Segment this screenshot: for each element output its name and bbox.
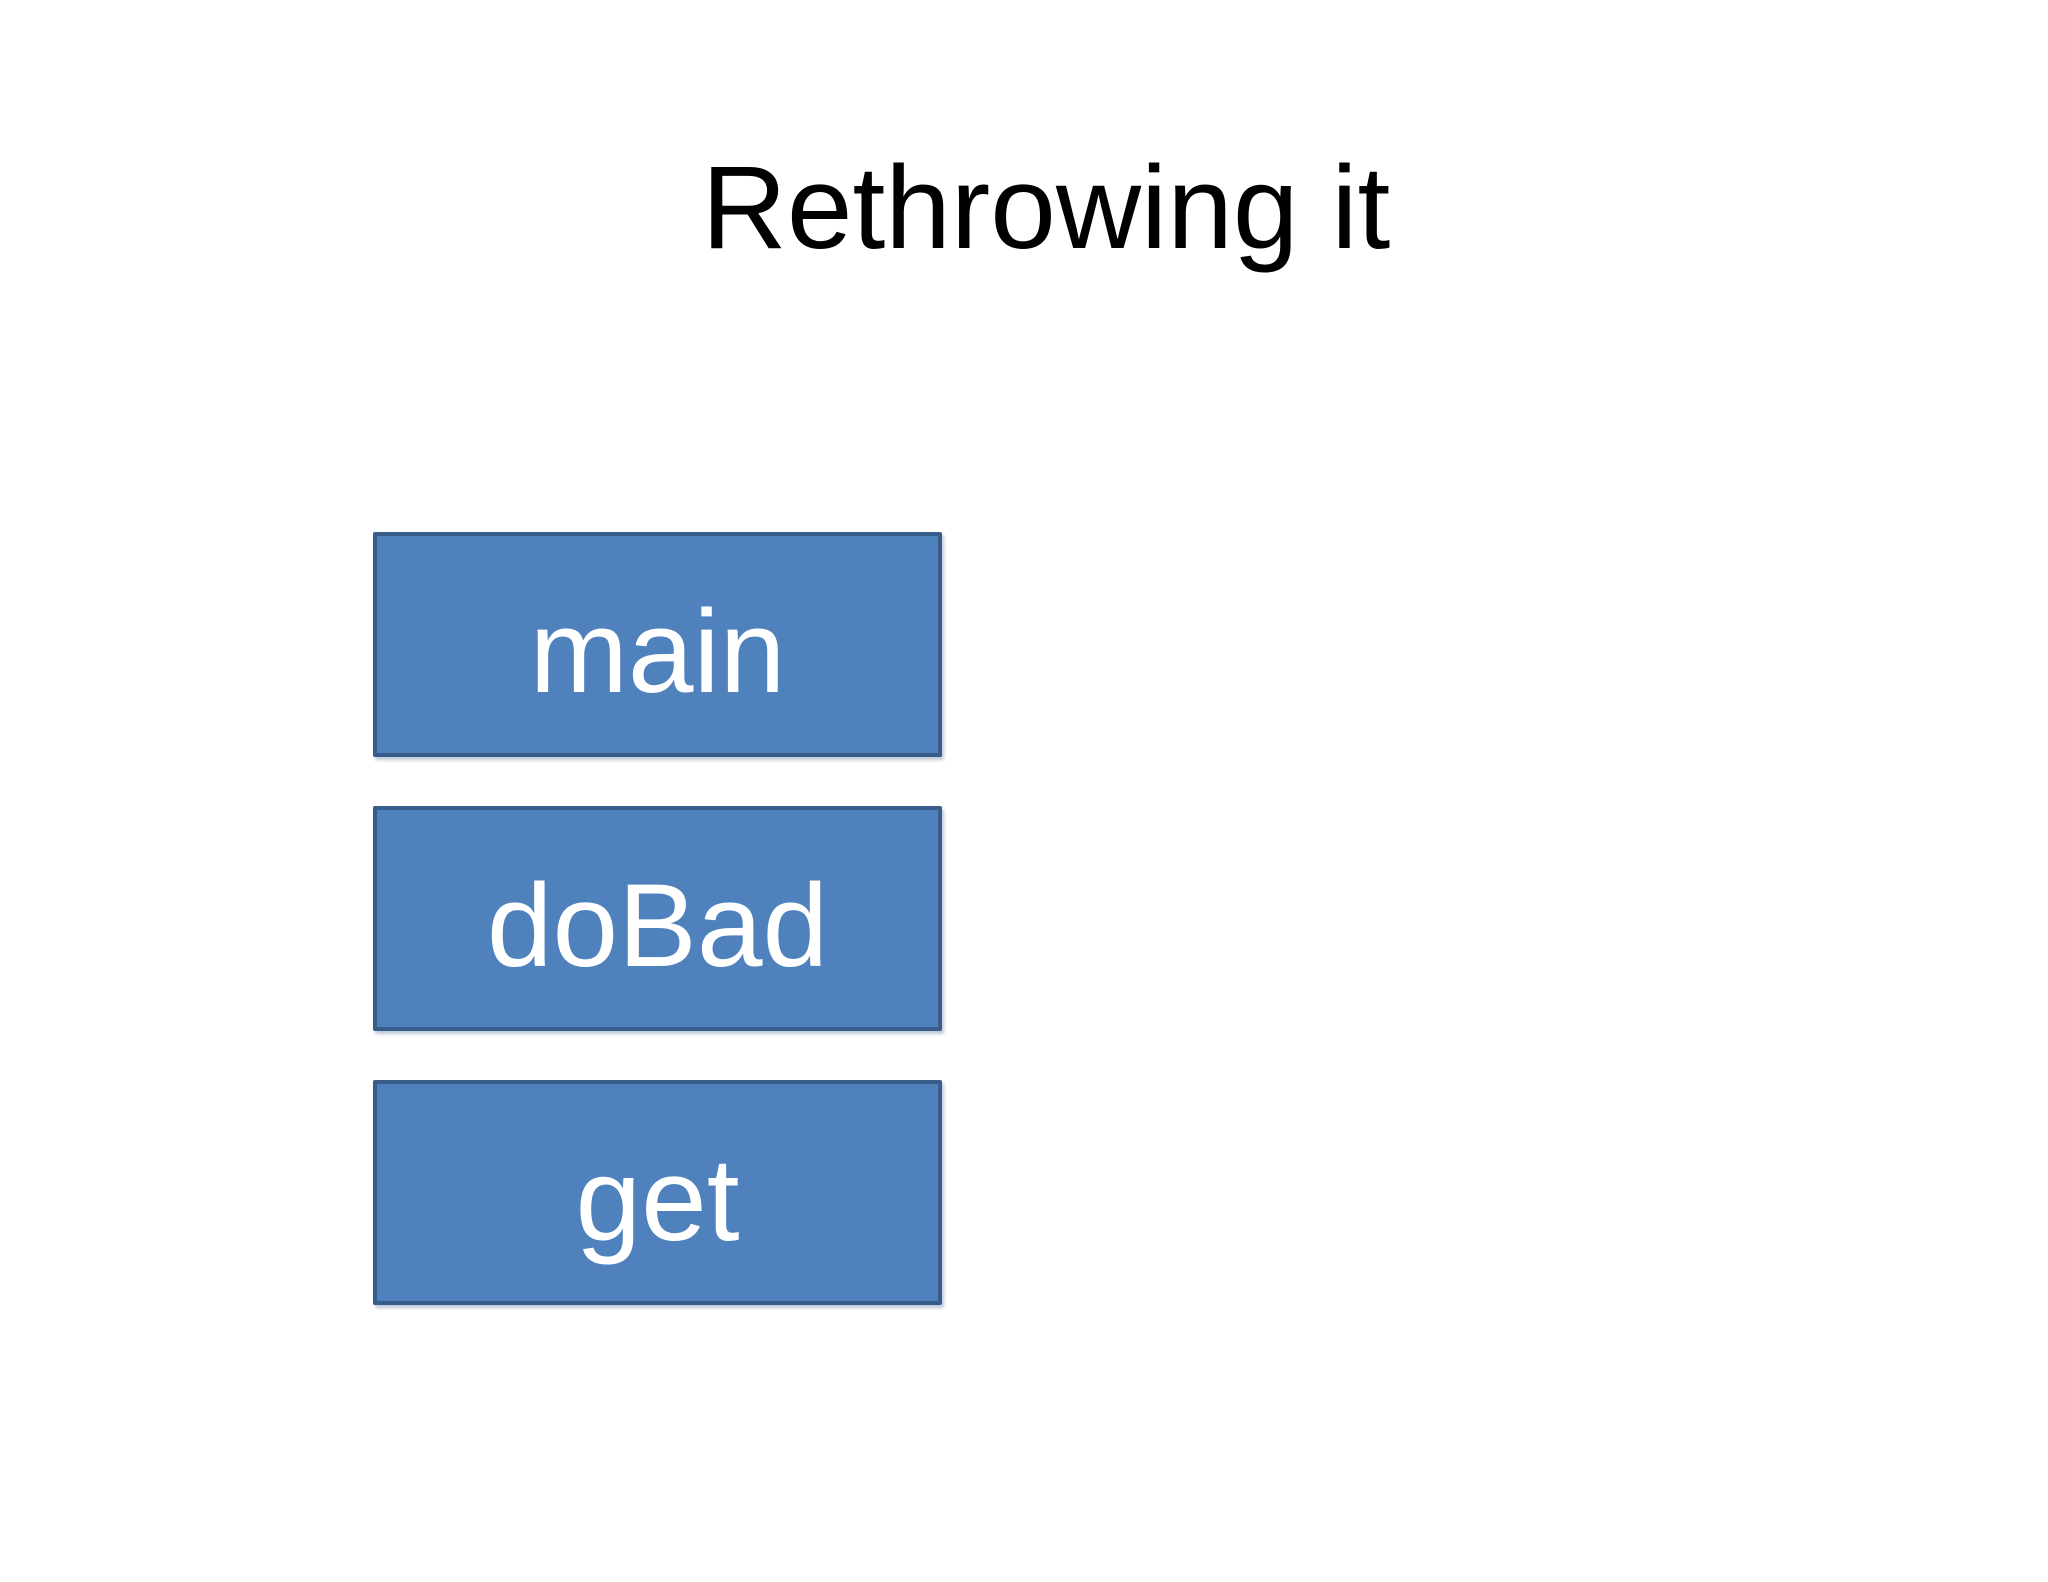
stack-box-dobad-label: doBad: [486, 859, 829, 992]
slide-title: Rethrowing it: [701, 142, 1391, 274]
call-stack-diagram: main doBad get: [373, 532, 942, 1305]
stack-box-dobad: doBad: [373, 806, 942, 1031]
stack-box-get-label: get: [575, 1133, 740, 1266]
stack-box-main: main: [373, 532, 942, 757]
stack-box-get: get: [373, 1080, 942, 1305]
stack-box-main-label: main: [529, 585, 786, 718]
